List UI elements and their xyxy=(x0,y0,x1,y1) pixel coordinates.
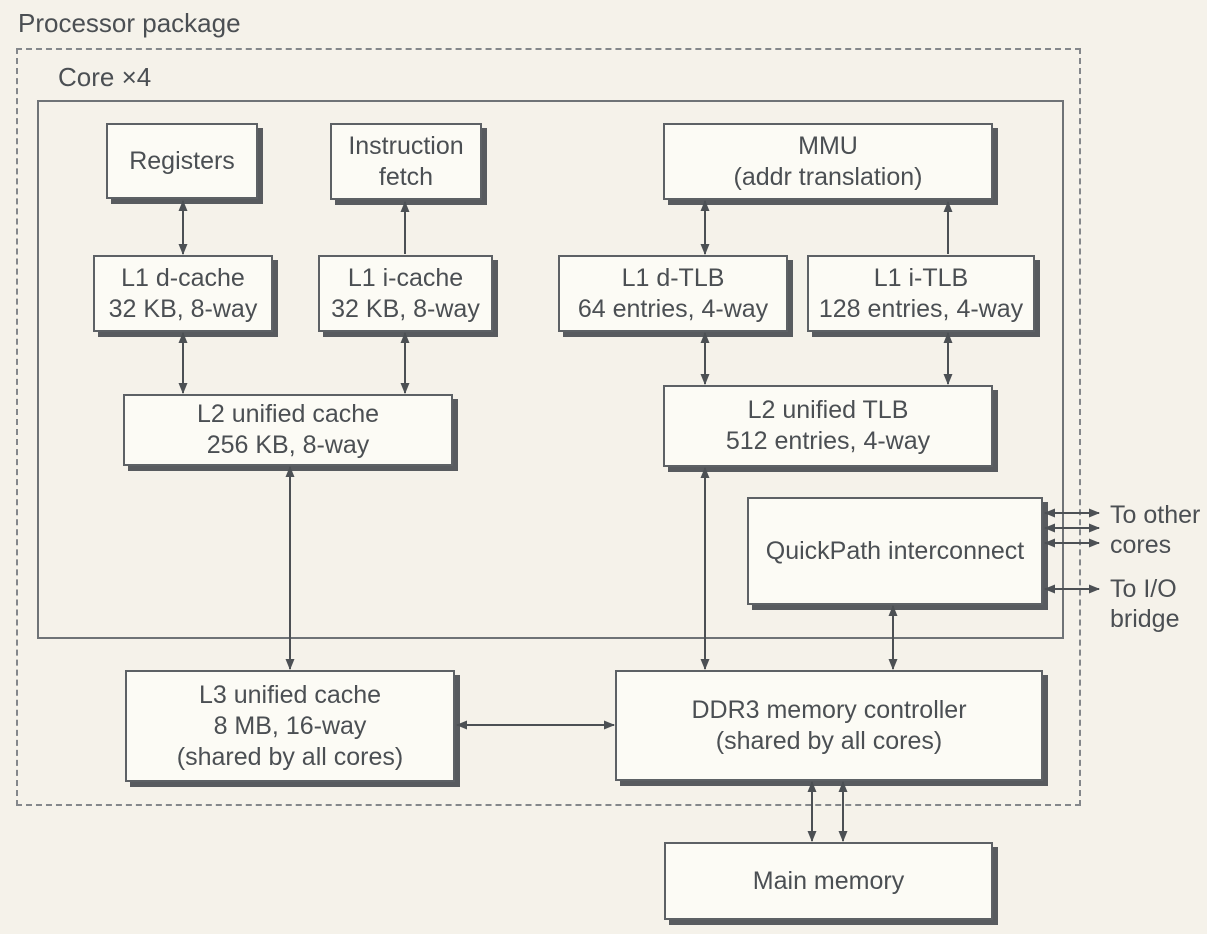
l2-cache-label-line2: 256 KB, 8-way xyxy=(206,431,370,459)
to-other-cores-label-line2: cores xyxy=(1110,531,1172,559)
l1-itlb-label-line1: L1 i-TLB xyxy=(873,263,969,292)
ddr3-controller-label-line2: (shared by all cores) xyxy=(715,726,943,755)
processor-package-label: Processor package xyxy=(18,8,241,38)
l1-dcache-label-line2: 32 KB, 8-way xyxy=(108,294,258,323)
ddr3-controller-label-line1: DDR3 memory controller xyxy=(691,695,967,724)
l2-tlb-box: L2 unified TLB 512 entries, 4-way xyxy=(663,385,993,467)
l1-dtlb-label-line2: 64 entries, 4-way xyxy=(577,294,769,323)
main-memory-box: Main memory xyxy=(664,842,993,920)
l1-dtlb-box: L1 d-TLB 64 entries, 4-way xyxy=(558,255,788,332)
registers-label: Registers xyxy=(129,146,235,175)
core-label: Core ×4 xyxy=(58,62,152,92)
l1-dcache-box: L1 d-cache 32 KB, 8-way xyxy=(93,255,273,332)
l3-cache-label-line1: L3 unified cache xyxy=(198,680,382,709)
mmu-box: MMU (addr translation) xyxy=(663,123,993,200)
to-io-bridge-label: To I/O bridge xyxy=(1110,574,1180,634)
l2-cache-label-line1: L2 unified cache xyxy=(196,400,380,428)
to-other-cores-label-line1: To other xyxy=(1110,501,1201,529)
mmu-label-line2: (addr translation) xyxy=(733,162,923,191)
l3-cache-label-line3: (shared by all cores) xyxy=(176,742,404,771)
mmu-label-line1: MMU xyxy=(798,131,858,160)
l2-tlb-label-line1: L2 unified TLB xyxy=(747,396,909,424)
l3-cache-box: L3 unified cache 8 MB, 16-way (shared by… xyxy=(125,670,455,782)
l1-itlb-box: L1 i-TLB 128 entries, 4-way xyxy=(807,255,1035,332)
l1-dtlb-label-line1: L1 d-TLB xyxy=(621,263,725,292)
quickpath-label: QuickPath interconnect xyxy=(765,536,1025,565)
l2-cache-box: L2 unified cache 256 KB, 8-way xyxy=(123,394,453,466)
instruction-fetch-box: Instruction fetch xyxy=(330,123,482,200)
l1-icache-label-line2: 32 KB, 8-way xyxy=(331,294,480,323)
l1-itlb-label-line2: 128 entries, 4-way xyxy=(818,294,1024,323)
ddr3-controller-box: DDR3 memory controller (shared by all co… xyxy=(615,670,1043,781)
main-memory-label: Main memory xyxy=(752,866,905,895)
quickpath-box: QuickPath interconnect xyxy=(747,497,1043,605)
instruction-fetch-label-line2: fetch xyxy=(378,162,434,191)
core-boundary xyxy=(37,100,1064,639)
to-other-cores-label: To other cores xyxy=(1110,500,1200,560)
instruction-fetch-label-line1: Instruction xyxy=(348,131,464,160)
to-io-bridge-label-line1: To I/O xyxy=(1110,575,1177,603)
l1-icache-label-line1: L1 i-cache xyxy=(347,263,464,292)
l3-cache-label-line2: 8 MB, 16-way xyxy=(213,711,367,740)
l2-tlb-label-line2: 512 entries, 4-way xyxy=(725,427,931,455)
l1-dcache-label-line1: L1 d-cache xyxy=(121,263,245,292)
to-io-bridge-label-line2: bridge xyxy=(1110,605,1180,633)
registers-box: Registers xyxy=(106,123,258,199)
processor-package-boundary xyxy=(16,48,1081,806)
l1-icache-box: L1 i-cache 32 KB, 8-way xyxy=(318,255,493,332)
